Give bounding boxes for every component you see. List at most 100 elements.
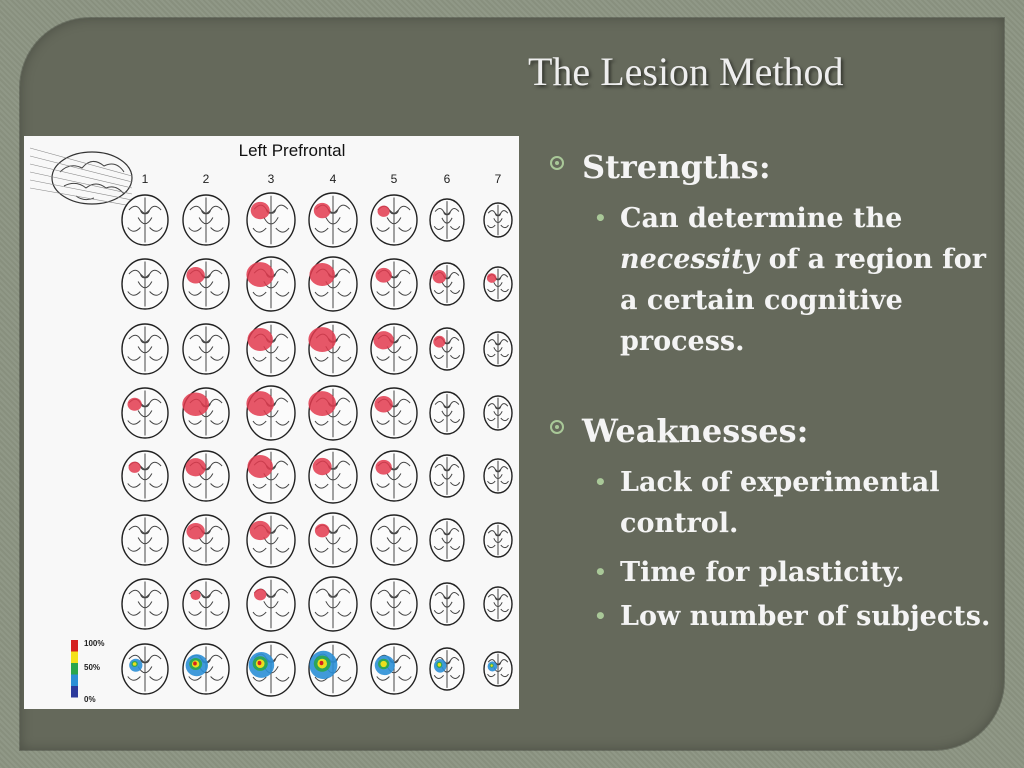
brain-slice (483, 651, 513, 687)
brain-slice (308, 448, 358, 504)
brain-slice (370, 258, 418, 310)
legend-label: 100% (84, 639, 104, 648)
brain-slice (121, 258, 169, 310)
lesion-patch (249, 520, 271, 541)
brain-slice (182, 578, 230, 630)
brain-slice (370, 450, 418, 502)
brain-slice (308, 641, 358, 697)
overlap-patch (437, 662, 442, 667)
lesion-patch (433, 335, 446, 348)
weakness-item: • Low number of subjects. (594, 596, 994, 637)
brain-slice (370, 194, 418, 246)
lesion-patch (246, 262, 274, 287)
brain-slice (308, 192, 358, 248)
brain-slice (121, 450, 169, 502)
brain-slice (429, 647, 465, 691)
slide-title: The Lesion Method (528, 49, 844, 94)
column-label: 2 (203, 172, 210, 186)
lesion-patch (190, 590, 201, 600)
legend-swatch (71, 663, 78, 675)
brain-slice (121, 643, 169, 695)
lesion-patch (247, 455, 273, 479)
brain-slice (308, 321, 358, 377)
column-label: 6 (444, 172, 451, 186)
brain-slice (483, 458, 513, 494)
lesion-patch (308, 327, 337, 352)
overlap-patch (257, 660, 262, 666)
overlap-patch (193, 661, 197, 666)
brain-slice (246, 448, 296, 504)
brain-slice (370, 643, 418, 695)
lesion-patch (247, 328, 273, 352)
legend-swatch (71, 651, 78, 663)
brain-slice (483, 522, 513, 558)
column-label: 3 (268, 172, 275, 186)
legend-swatch (71, 640, 78, 652)
bullet-dot-icon: • (594, 470, 607, 494)
brain-slice (121, 194, 169, 246)
lesion-patch (309, 263, 335, 287)
brain-slice (246, 641, 296, 697)
circle-bullet-icon (550, 420, 564, 434)
lesion-patch (127, 397, 142, 411)
overlap-patch (380, 660, 387, 668)
brain-slice (182, 387, 230, 439)
brain-slice (370, 514, 418, 566)
column-label: 1 (142, 172, 149, 186)
lesion-patch (250, 201, 270, 220)
lesion-patch (314, 523, 330, 538)
lesion-patch (128, 461, 141, 473)
lesion-patch (312, 457, 332, 476)
brain-slice (429, 198, 465, 242)
brain-slice (246, 385, 296, 441)
brain-slice (308, 256, 358, 312)
brain-slice (182, 323, 230, 375)
brain-slice (370, 323, 418, 375)
lesion-patch (432, 269, 447, 284)
legend-label: 0% (84, 695, 96, 704)
lesion-patch (375, 267, 392, 283)
brain-slice (429, 582, 465, 626)
brain-slice (483, 331, 513, 367)
brain-slice (246, 321, 296, 377)
brain-slice (370, 387, 418, 439)
brain-slice (483, 266, 513, 302)
column-label: 5 (391, 172, 398, 186)
brain-slice (246, 576, 296, 632)
bullet-dot-icon: • (594, 206, 607, 230)
lesion-patch (375, 459, 392, 475)
brain-slice (308, 385, 358, 441)
brain-slice (182, 450, 230, 502)
overlap-patch (490, 664, 493, 667)
brain-slice (182, 643, 230, 695)
strengths-item: • Can determine the necessity of a regio… (594, 198, 994, 362)
brain-slice (182, 194, 230, 246)
lesion-patch (182, 392, 209, 416)
brain-slice (308, 512, 358, 568)
lesion-patch (377, 205, 390, 217)
column-label: 4 (330, 172, 337, 186)
brain-slice (121, 578, 169, 630)
legend-swatch (71, 674, 78, 686)
overlap-patch (132, 662, 137, 666)
weakness-item: • Lack of experimental control. (594, 462, 994, 544)
brain-slice (308, 576, 358, 632)
bullet-dot-icon: • (594, 604, 607, 628)
lesion-patch (185, 458, 206, 477)
column-label: 7 (495, 172, 502, 186)
lesion-patch (486, 273, 497, 283)
lesion-patch (186, 523, 205, 540)
brain-slice (429, 391, 465, 435)
strengths-heading: Strengths: (550, 148, 771, 186)
brain-slice (429, 327, 465, 371)
weaknesses-heading: Weaknesses: (550, 412, 808, 450)
brain-slice (182, 258, 230, 310)
overlap-patch (319, 660, 324, 666)
brain-slice (370, 578, 418, 630)
brain-slice (483, 202, 513, 238)
legend-label: 50% (84, 663, 100, 672)
bullet-dot-icon: • (594, 560, 607, 584)
brain-slice (429, 518, 465, 562)
